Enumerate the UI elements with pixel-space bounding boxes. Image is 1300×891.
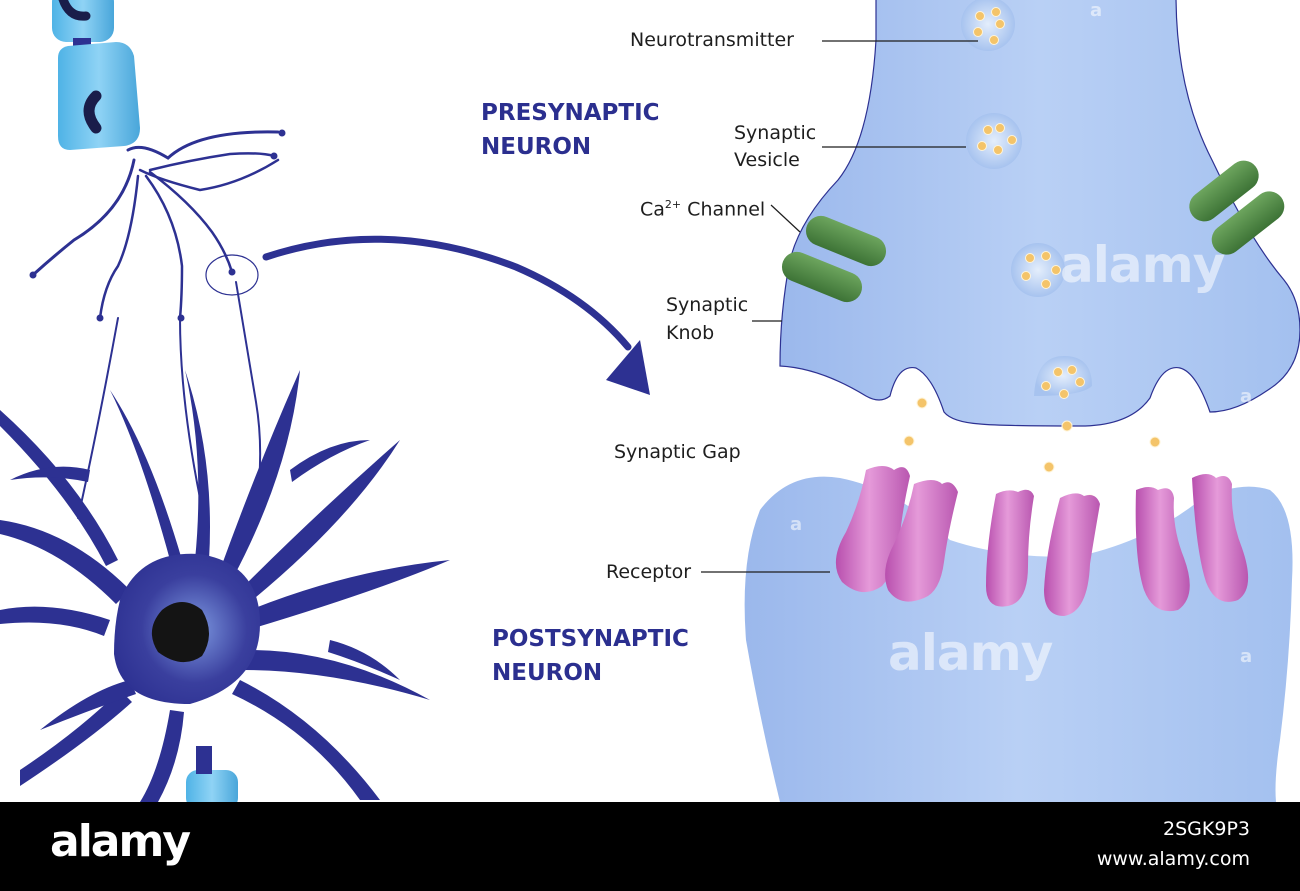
watermark-lower: alamy (888, 624, 1053, 682)
presynaptic-title-line1: PRESYNAPTIC (481, 100, 660, 126)
neurotransmitter-label: Neurotransmitter (630, 29, 794, 51)
footer-bar: alamy 2SGK9P3 www.alamy.com (0, 802, 1300, 891)
schwann-nucleus (83, 90, 102, 134)
ca-channel-superscript: 2+ (664, 198, 682, 211)
zoom-circle (205, 254, 259, 296)
postsynaptic-neuron-dendrites (0, 370, 450, 802)
receptor-label: Receptor (606, 561, 692, 583)
zoom-arrow-head (606, 340, 650, 395)
watermark-mark: a (1240, 386, 1252, 407)
vesicle (1011, 243, 1065, 297)
ca-channel-suffix: Channel (681, 198, 766, 221)
synaptic-knob-label-line1: Synaptic (666, 294, 749, 316)
ca-channel-label: Ca2+ Channel (640, 192, 765, 222)
footer-image-id: 2SGK9P3 (1163, 818, 1250, 840)
watermark-mark: a (1240, 646, 1252, 667)
postsynaptic-title-line2: NEURON (492, 660, 603, 686)
ca-channel-right (1189, 160, 1285, 255)
watermark-mark: a (790, 514, 802, 535)
receptor (1044, 493, 1100, 616)
receptor (986, 489, 1034, 607)
terminal-buttons (29, 129, 286, 322)
label-leader-lines (701, 40, 978, 573)
watermark-upper: alamy (1060, 236, 1225, 294)
zoom-arrow-shaft (262, 235, 632, 351)
footer-logo: alamy (50, 816, 191, 867)
presynaptic-axon (52, 0, 140, 150)
receptor (1192, 474, 1249, 602)
receptor (1135, 487, 1190, 612)
presynaptic-knob (779, 0, 1300, 427)
watermark-mark: a (90, 658, 102, 679)
synaptic-vesicles (961, 0, 1092, 396)
synaptic-vesicle-label-line2: Vesicle (734, 149, 800, 171)
neuron-nucleus (151, 602, 209, 663)
receptor (885, 480, 958, 602)
vesicle (966, 113, 1022, 169)
axon-hillock (196, 746, 212, 774)
synaptic-gap-label: Synaptic Gap (614, 441, 741, 463)
schwann-nucleus-top (58, 0, 91, 21)
synapse-illustration (0, 0, 1300, 802)
presynaptic-title-line2: NEURON (481, 134, 592, 160)
synaptic-knob-label-line2: Knob (666, 322, 715, 344)
ca-channel-base: Ca (640, 198, 665, 221)
watermark-mark: a (1090, 0, 1102, 21)
receptors (835, 466, 1249, 616)
postsynaptic-myelin (186, 770, 238, 802)
ca-channel-left (781, 215, 887, 303)
postsynaptic-title-line1: POSTSYNAPTIC (492, 626, 689, 652)
vesicle (961, 0, 1015, 51)
footer-url: www.alamy.com (1096, 848, 1250, 870)
synaptic-vesicle-label-line1: Synaptic (734, 122, 817, 144)
